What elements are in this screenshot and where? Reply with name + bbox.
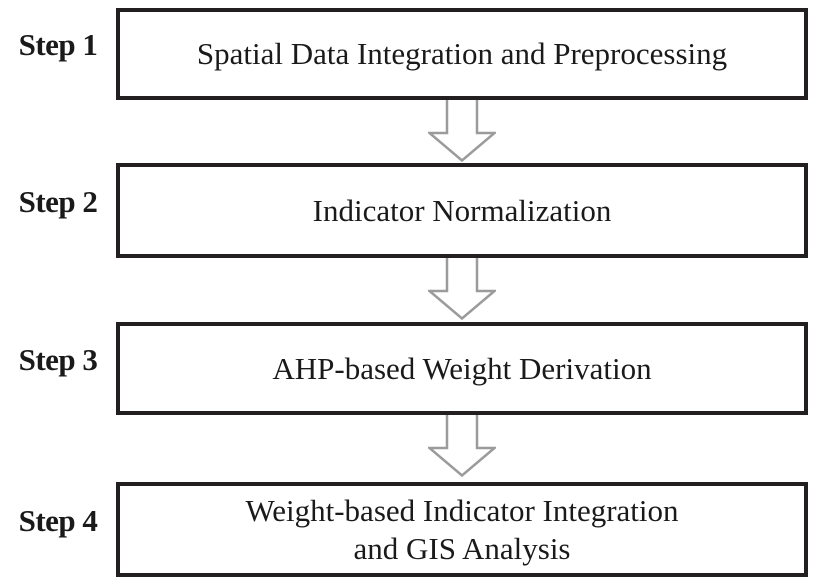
step-3-text: AHP-based Weight Derivation [272,350,652,386]
step-4-text-line-2: and GIS Analysis [353,530,571,566]
step-4-box: Weight-based Indicator Integration and G… [116,482,808,577]
step-2-label: Step 2 [18,184,98,219]
step-2-box: Indicator Normalization [116,163,808,258]
block-arrow-down-icon [428,412,496,477]
step-2-text: Indicator Normalization [312,192,612,228]
step-4-label: Step 4 [18,503,98,538]
block-arrow-down-icon [428,97,496,162]
step-3-label: Step 3 [18,342,98,377]
step-1-box: Spatial Data Integration and Preprocessi… [116,8,808,100]
block-arrow-down-icon [428,255,496,320]
step-3-box: AHP-based Weight Derivation [116,322,808,415]
step-1-text: Spatial Data Integration and Preprocessi… [196,36,728,71]
step-1-label: Step 1 [18,27,98,62]
step-4-text-line-1: Weight-based Indicator Integration [245,492,679,528]
